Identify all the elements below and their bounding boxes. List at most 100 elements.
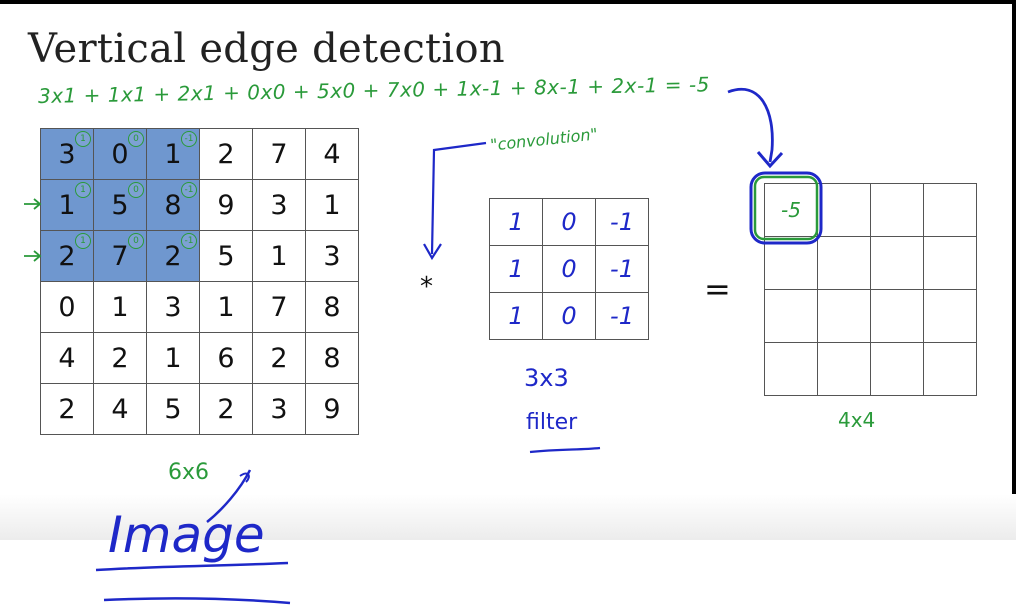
output-row bbox=[764, 342, 977, 396]
image-cell-value: 2 bbox=[111, 342, 129, 374]
output-cell: -5 bbox=[764, 183, 818, 237]
image-cell-value: 2 bbox=[58, 393, 76, 425]
output-cell bbox=[923, 289, 977, 343]
filter-cell: 0 bbox=[542, 245, 596, 293]
image-cell-value: 3 bbox=[58, 138, 76, 170]
kernel-weight-badge: 1 bbox=[75, 131, 91, 147]
output-cell-value: -5 bbox=[781, 198, 801, 222]
image-cell: 8 bbox=[305, 281, 359, 333]
slide-title: Vertical edge detection bbox=[28, 26, 505, 72]
filter-cell: 1 bbox=[489, 245, 543, 293]
image-cell-value: 1 bbox=[323, 189, 341, 221]
image-cell-value: 2 bbox=[58, 240, 76, 272]
image-cell-value: 1 bbox=[217, 291, 235, 323]
image-cell-value: 1 bbox=[111, 291, 129, 323]
output-cell bbox=[764, 342, 818, 396]
image-cell-value: 0 bbox=[111, 138, 129, 170]
filter-cell-value: 1 bbox=[508, 208, 524, 236]
row-arrow-icon bbox=[24, 198, 42, 210]
filter-cell: 1 bbox=[489, 292, 543, 340]
image-cell-value: 5 bbox=[164, 393, 182, 425]
image-underline bbox=[95, 561, 289, 572]
image-pointer-tick bbox=[239, 472, 250, 483]
image-cell: 8-1 bbox=[146, 179, 200, 231]
image-cell: 1 bbox=[305, 179, 359, 231]
image-cell-value: 3 bbox=[323, 240, 341, 272]
filter-name-label: filter bbox=[526, 410, 578, 435]
output-row bbox=[764, 289, 977, 343]
filter-cell: -1 bbox=[595, 292, 649, 340]
image-cell-value: 0 bbox=[58, 291, 76, 323]
output-cell bbox=[923, 236, 977, 290]
kernel-weight-badge: 0 bbox=[128, 182, 144, 198]
image-cell-value: 1 bbox=[164, 138, 182, 170]
kernel-weight-badge: -1 bbox=[181, 182, 197, 198]
image-cell-value: 7 bbox=[270, 291, 288, 323]
image-cell-value: 9 bbox=[217, 189, 235, 221]
output-cell bbox=[817, 342, 871, 396]
image-cell-value: 4 bbox=[58, 342, 76, 374]
output-cell bbox=[817, 183, 871, 237]
image-cell: 4 bbox=[305, 128, 359, 180]
image-cell: 2 bbox=[252, 332, 306, 384]
filter-cell: 0 bbox=[542, 292, 596, 340]
convolution-arrow-head-icon bbox=[423, 243, 442, 261]
result-arrow bbox=[727, 88, 774, 163]
filter-cell-value: 0 bbox=[561, 302, 577, 330]
image-cell-value: 8 bbox=[164, 189, 182, 221]
image-cell: 5 bbox=[199, 230, 253, 282]
image-cell: 8 bbox=[305, 332, 359, 384]
image-cell-value: 4 bbox=[111, 393, 129, 425]
image-cell-value: 1 bbox=[164, 342, 182, 374]
output-focus-ring bbox=[749, 171, 823, 245]
image-cell-value: 2 bbox=[270, 342, 288, 374]
image-cell: 2 bbox=[93, 332, 147, 384]
kernel-weight-badge: 0 bbox=[128, 233, 144, 249]
image-cell-value: 1 bbox=[270, 240, 288, 272]
image-cell-value: 5 bbox=[217, 240, 235, 272]
image-cell-value: 4 bbox=[323, 138, 341, 170]
image-size-label: 6x6 bbox=[168, 460, 210, 485]
output-value-ring bbox=[753, 175, 819, 241]
image-cell-value: 3 bbox=[270, 393, 288, 425]
image-cell-value: 8 bbox=[323, 291, 341, 323]
image-cell-value: 2 bbox=[217, 138, 235, 170]
convolution-arrow bbox=[430, 141, 487, 255]
filter-cell-value: -1 bbox=[610, 208, 634, 236]
image-underline bbox=[103, 597, 291, 605]
image-cell-value: 6 bbox=[217, 342, 235, 374]
image-cell-value: 2 bbox=[217, 393, 235, 425]
image-cell: 1 bbox=[93, 281, 147, 333]
image-cell: 9 bbox=[199, 179, 253, 231]
image-cell: 2 bbox=[199, 383, 253, 435]
image-cell: 4 bbox=[40, 332, 94, 384]
image-cell: 6 bbox=[199, 332, 253, 384]
image-row: 4 2 1 6 2 8 bbox=[40, 332, 359, 384]
output-size-label: 4x4 bbox=[838, 408, 876, 432]
image-name-label: Image bbox=[108, 506, 265, 564]
kernel-weight-badge: -1 bbox=[181, 233, 197, 249]
image-cell: 7 bbox=[252, 128, 306, 180]
image-cell-value: 8 bbox=[323, 342, 341, 374]
convolution-operator: * bbox=[420, 272, 433, 302]
output-cell bbox=[764, 289, 818, 343]
filter-cell-value: -1 bbox=[610, 302, 634, 330]
image-cell-value: 5 bbox=[111, 189, 129, 221]
row-arrow-icon bbox=[24, 250, 42, 262]
filter-size-label: 3x3 bbox=[524, 364, 569, 392]
kernel-weight-badge: -1 bbox=[181, 131, 197, 147]
image-cell: 3 bbox=[252, 383, 306, 435]
kernel-weight-badge: 0 bbox=[128, 131, 144, 147]
image-cell: 2 bbox=[40, 383, 94, 435]
image-cell: 3 bbox=[305, 230, 359, 282]
image-cell-value: 3 bbox=[164, 291, 182, 323]
